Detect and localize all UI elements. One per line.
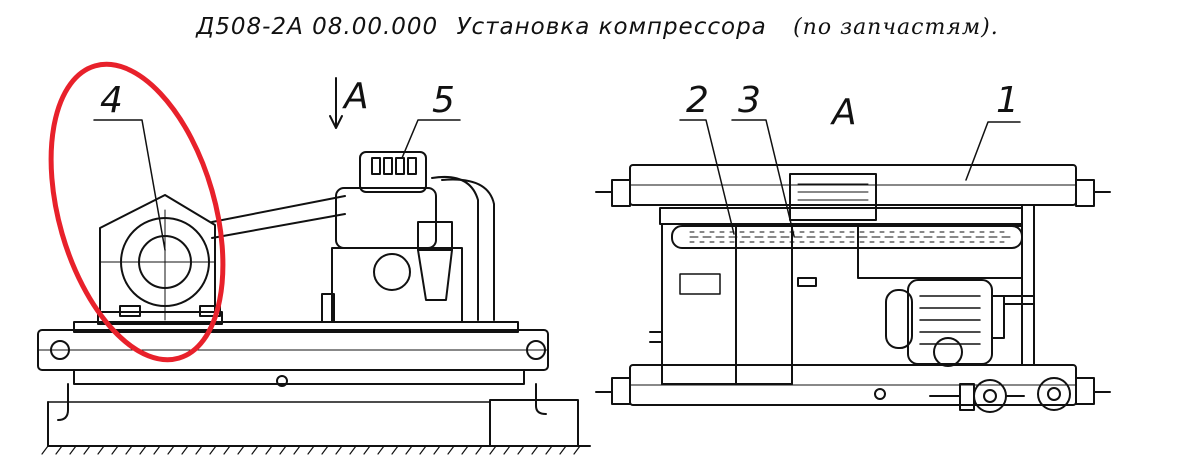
tank-top-rail	[659, 207, 1023, 225]
view-arrow-label: А	[342, 76, 369, 117]
drive-belt	[211, 195, 346, 239]
leader-4	[93, 119, 166, 251]
foundation-outline	[47, 401, 591, 447]
highlight-ellipse	[48, 61, 226, 363]
leader-5	[401, 119, 461, 159]
leader-1	[965, 121, 1021, 181]
drain-valve	[321, 293, 335, 323]
compressor-housing	[857, 225, 1023, 279]
callout-4: 4	[100, 80, 123, 121]
electric-motor	[97, 194, 223, 325]
compressor	[321, 151, 495, 323]
motor-top-view	[885, 279, 1035, 367]
callout-2: 2	[686, 80, 709, 121]
lifting-eye-left	[50, 340, 70, 360]
pressure-gauge-2	[1037, 377, 1071, 411]
anchor-bolt-right	[535, 383, 547, 415]
leader-2	[679, 119, 735, 235]
receiver-side-panel	[661, 223, 793, 385]
ground-hatch	[41, 445, 581, 455]
drawing-title: Д508-2А 08.00.000 Установка компрессора …	[0, 14, 1195, 40]
warning-plate	[789, 173, 877, 221]
title-name: Установка компрессора	[456, 14, 767, 40]
frame-lower	[73, 369, 525, 385]
callout-3: 3	[738, 80, 761, 121]
anchor-bolt-left	[57, 383, 69, 421]
side-view: А 4 5	[37, 61, 591, 455]
foundation-block	[489, 399, 579, 447]
plan-view-a: А 1 2 3	[595, 80, 1111, 413]
frame-top-rail	[73, 321, 519, 333]
callout-5: 5	[432, 80, 455, 121]
lifting-eye-right	[526, 340, 546, 360]
leader-3	[731, 119, 795, 237]
callout-1: 1	[996, 80, 1019, 121]
title-designation: Д508-2А 08.00.000	[196, 14, 439, 40]
title-note: (по запчастям).	[793, 15, 999, 40]
view-label: А	[830, 92, 857, 133]
view-arrow	[329, 77, 343, 129]
